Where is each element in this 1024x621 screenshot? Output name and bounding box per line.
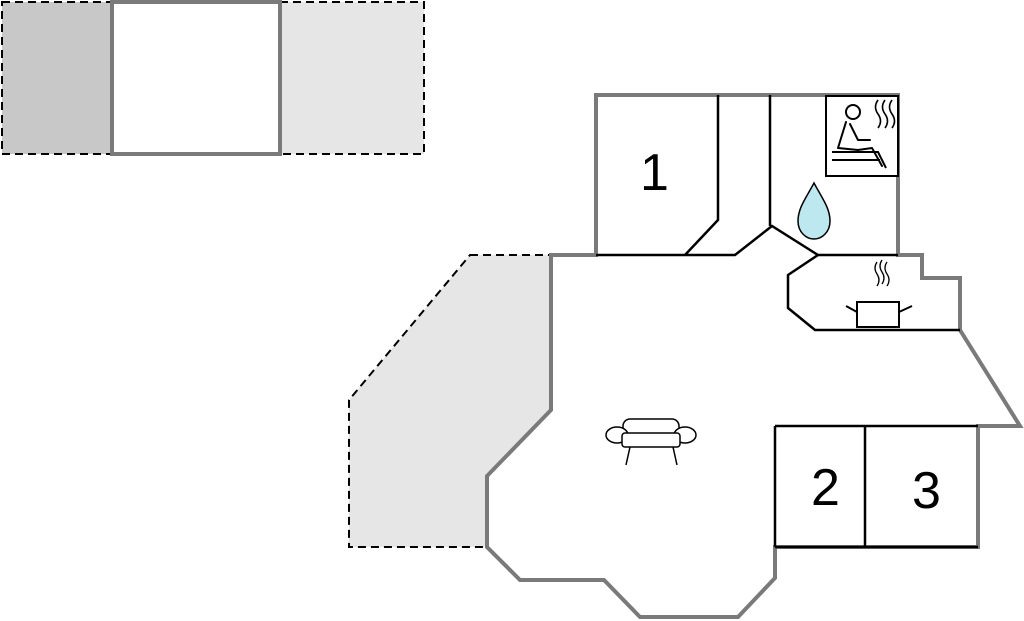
wall-north-block-bottom	[596, 224, 898, 257]
room-label-2: 2	[811, 459, 840, 517]
terrace-light-top	[279, 1, 425, 155]
wall-bedroom-1-right	[684, 95, 720, 256]
water-drop-icon	[797, 181, 831, 240]
kitchen-pot-icon	[845, 259, 913, 328]
kitchen-counter	[786, 253, 960, 332]
sauna-icon	[825, 95, 899, 177]
interior-walls	[596, 95, 978, 549]
annex-room	[110, 0, 282, 156]
room-label-3: 3	[912, 462, 941, 520]
house-outline	[485, 93, 1024, 619]
annex-structure	[1, 0, 425, 156]
terrace-dark	[1, 1, 113, 155]
room-label-1: 1	[640, 144, 669, 202]
sofa-icon	[605, 418, 697, 466]
